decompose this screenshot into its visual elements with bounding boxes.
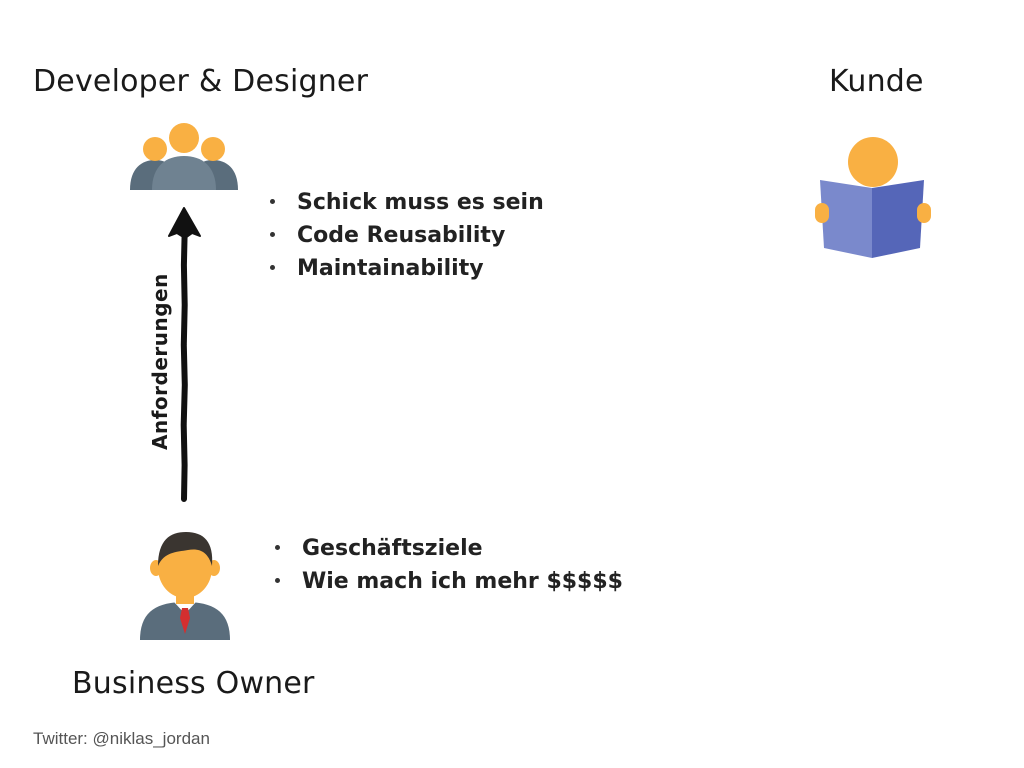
team-group-icon bbox=[130, 123, 238, 190]
twitter-handle: Twitter: @niklas_jordan bbox=[33, 729, 210, 748]
list-item: Maintainability bbox=[267, 252, 544, 285]
list-item: Schick muss es sein bbox=[267, 186, 544, 219]
owner-goals-list: Geschäftsziele Wie mach ich mehr $$$$$ bbox=[272, 532, 623, 598]
developer-requirements-list: Schick muss es sein Code Reusability Mai… bbox=[267, 186, 544, 285]
arrow-label: Anforderungen bbox=[148, 273, 172, 450]
requirements-arrow bbox=[168, 207, 201, 502]
list-item: Geschäftsziele bbox=[272, 532, 623, 565]
developer-designer-title: Developer & Designer bbox=[33, 64, 369, 99]
businessman-icon bbox=[140, 532, 230, 640]
customer-title: Kunde bbox=[829, 64, 924, 99]
customer-reading-icon bbox=[815, 137, 931, 258]
list-item: Wie mach ich mehr $$$$$ bbox=[272, 565, 623, 598]
list-item: Code Reusability bbox=[267, 219, 544, 252]
business-owner-title: Business Owner bbox=[72, 666, 315, 701]
